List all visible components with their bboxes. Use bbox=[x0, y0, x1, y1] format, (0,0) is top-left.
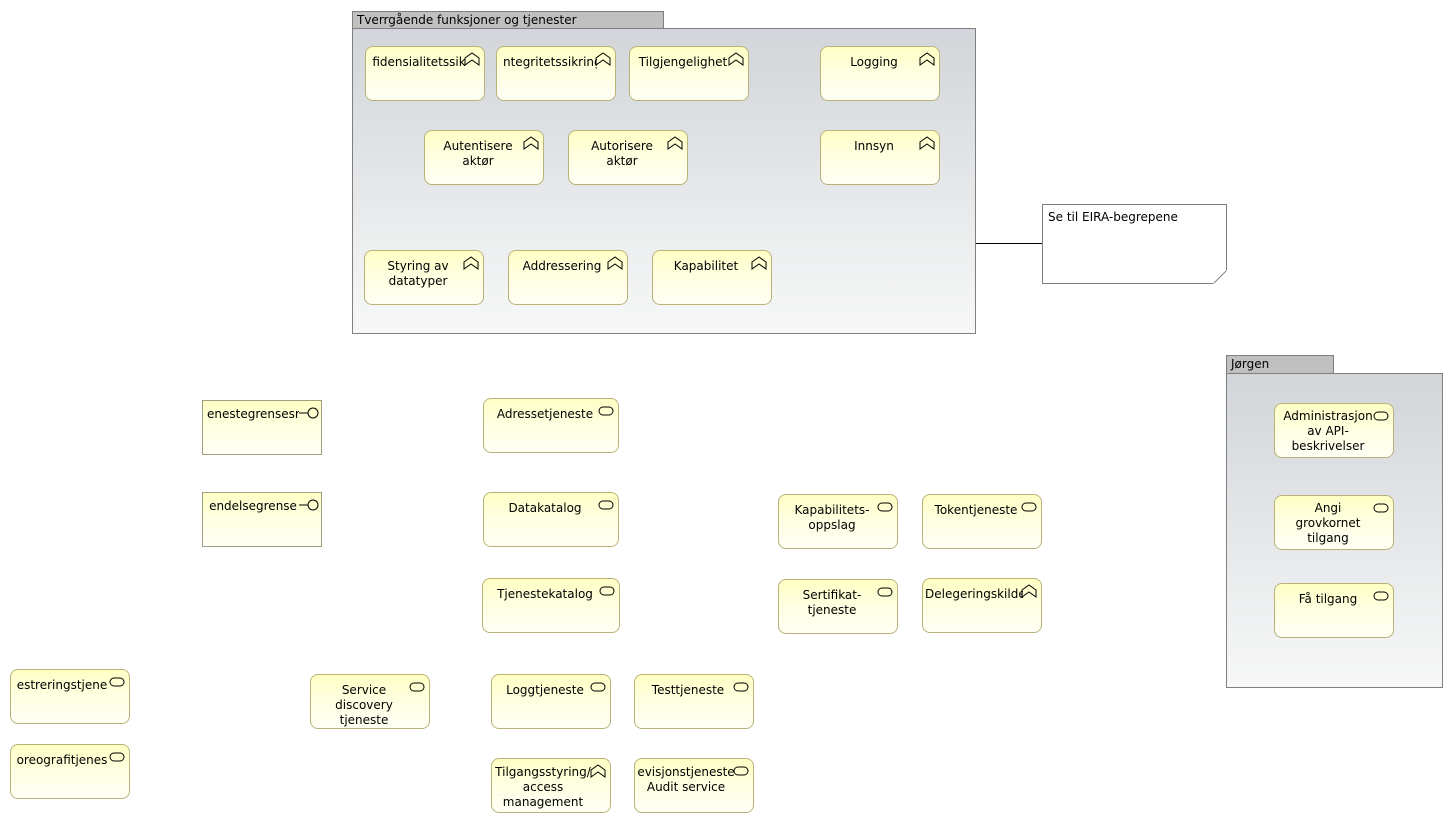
function-chevron-icon bbox=[919, 52, 935, 66]
element-label: Autentisere aktør bbox=[443, 139, 513, 168]
function-chevron-icon bbox=[590, 764, 606, 778]
service-tokentjeneste[interactable]: Tokentjeneste bbox=[922, 494, 1042, 549]
function-chevron-icon bbox=[919, 136, 935, 150]
function-chevron-icon bbox=[595, 52, 611, 66]
function-chevron-icon bbox=[464, 52, 480, 66]
service-pill-icon bbox=[409, 682, 425, 692]
function-autentisere-aktor[interactable]: Autentisere aktør bbox=[424, 130, 544, 185]
function-chevron-icon bbox=[751, 256, 767, 270]
service-pill-icon bbox=[877, 502, 893, 512]
service-pill-icon bbox=[1373, 503, 1389, 513]
group-tab-cross-cutting[interactable]: Tverrgående funksjoner og tjenester bbox=[352, 11, 664, 29]
function-integritet[interactable]: ntegritetssikring bbox=[496, 46, 616, 101]
service-pill-icon bbox=[109, 677, 125, 687]
function-tilgjengelighet[interactable]: Tilgjengelighet bbox=[629, 46, 749, 101]
service-pill-icon bbox=[1373, 411, 1389, 421]
service-sertifikattjeneste[interactable]: Sertifikat- tjeneste bbox=[778, 579, 898, 634]
element-label: Tokentjeneste bbox=[934, 503, 1018, 517]
service-pill-icon bbox=[877, 587, 893, 597]
function-delegeringskilde[interactable]: Delegeringskilde bbox=[922, 578, 1042, 633]
element-label: enestegrensesr bbox=[207, 407, 299, 421]
element-label: Service discovery tjeneste bbox=[335, 683, 393, 727]
service-pill-icon bbox=[733, 766, 749, 776]
element-label: fidensialitetssik bbox=[372, 55, 466, 69]
note-connector-line bbox=[976, 243, 1042, 244]
service-pill-icon bbox=[590, 682, 606, 692]
element-label: Tjenestekatalog bbox=[497, 587, 593, 601]
interface-lollipop-icon bbox=[299, 407, 319, 419]
element-label: Sertifikat- tjeneste bbox=[802, 588, 862, 617]
service-koreografitjeneste[interactable]: oreografitjenes bbox=[10, 744, 130, 799]
function-kapabilitet[interactable]: Kapabilitet bbox=[652, 250, 772, 305]
element-label: Administrasjon av API- beskrivelser bbox=[1283, 409, 1373, 453]
element-label: Kapabilitets- oppslag bbox=[794, 503, 870, 532]
function-styring-av-datatyper[interactable]: Styring av datatyper bbox=[364, 250, 484, 305]
element-label: Datakatalog bbox=[508, 501, 582, 515]
element-label: Få tilgang bbox=[1298, 592, 1358, 606]
note-text: Se til EIRA-begrepene bbox=[1048, 210, 1178, 224]
element-label: Delegeringskilde bbox=[925, 587, 1023, 601]
service-loggtjeneste[interactable]: Loggtjeneste bbox=[491, 674, 611, 729]
function-autorisere-aktor[interactable]: Autorisere aktør bbox=[568, 130, 688, 185]
element-label: Tilgjengelighet bbox=[638, 55, 728, 69]
function-chevron-icon bbox=[728, 52, 744, 66]
function-konfidensialitet[interactable]: fidensialitetssik bbox=[365, 46, 485, 101]
element-label: Tilgangsstyring/ access management bbox=[495, 765, 591, 809]
function-logging[interactable]: Logging bbox=[820, 46, 940, 101]
group-title: Tverrgående funksjoner og tjenester bbox=[357, 13, 577, 27]
service-tjenestekatalog[interactable]: Tjenestekatalog bbox=[482, 578, 620, 633]
function-innsyn[interactable]: Innsyn bbox=[820, 130, 940, 185]
element-label: Autorisere aktør bbox=[591, 139, 653, 168]
function-chevron-icon bbox=[463, 256, 479, 270]
element-label: Logging bbox=[850, 55, 898, 69]
group-title: Jørgen bbox=[1231, 357, 1270, 371]
service-pill-icon bbox=[598, 500, 614, 510]
element-label: Kapabilitet bbox=[673, 259, 739, 273]
service-pill-icon bbox=[598, 406, 614, 416]
element-label: evisjonstjeneste Audit service bbox=[637, 765, 735, 794]
element-label: Innsyn bbox=[854, 139, 894, 153]
element-label: Addressering bbox=[522, 259, 602, 273]
service-pill-icon bbox=[109, 752, 125, 762]
function-chevron-icon bbox=[523, 136, 539, 150]
element-label: estreringstjene bbox=[16, 678, 108, 692]
note-corner-fold-icon bbox=[1213, 270, 1227, 284]
group-tab-jorgen[interactable]: Jørgen bbox=[1226, 355, 1334, 374]
function-chevron-icon bbox=[607, 256, 623, 270]
service-angi-grovkornet-tilgang[interactable]: Angi grovkornet tilgang bbox=[1274, 495, 1394, 550]
interface-hendelsegrensesnitt[interactable]: endelsegrense bbox=[202, 492, 322, 547]
service-service-discovery[interactable]: Service discovery tjeneste bbox=[310, 674, 430, 729]
service-datakatalog[interactable]: Datakatalog bbox=[483, 492, 619, 547]
element-label: Testtjeneste bbox=[651, 683, 725, 697]
service-administrasjon-api[interactable]: Administrasjon av API- beskrivelser bbox=[1274, 403, 1394, 458]
element-label: Angi grovkornet tilgang bbox=[1295, 501, 1361, 545]
element-label: oreografitjenes bbox=[16, 753, 108, 767]
interface-lollipop-icon bbox=[299, 499, 319, 511]
service-pill-icon bbox=[733, 682, 749, 692]
element-label: Loggtjeneste bbox=[506, 683, 584, 697]
element-label: Adressetjeneste bbox=[496, 407, 594, 421]
service-pill-icon bbox=[1021, 502, 1037, 512]
interface-tjenestegrensesnitt[interactable]: enestegrensesr bbox=[202, 400, 322, 455]
element-label: Styring av datatyper bbox=[387, 259, 449, 288]
function-addressering[interactable]: Addressering bbox=[508, 250, 628, 305]
service-testtjeneste[interactable]: Testtjeneste bbox=[634, 674, 754, 729]
service-kapabilitetsoppslag[interactable]: Kapabilitets- oppslag bbox=[778, 494, 898, 549]
service-fa-tilgang[interactable]: Få tilgang bbox=[1274, 583, 1394, 638]
service-revisjonstjeneste[interactable]: evisjonstjeneste Audit service bbox=[634, 758, 754, 813]
function-chevron-icon bbox=[667, 136, 683, 150]
function-chevron-icon bbox=[1021, 584, 1037, 598]
service-pill-icon bbox=[1373, 591, 1389, 601]
service-pill-icon bbox=[599, 586, 615, 596]
note[interactable]: Se til EIRA-begrepene bbox=[1042, 204, 1227, 284]
service-adressetjeneste[interactable]: Adressetjeneste bbox=[483, 398, 619, 453]
element-label: endelsegrense bbox=[209, 499, 297, 513]
service-registreringstjeneste[interactable]: estreringstjene bbox=[10, 669, 130, 724]
function-tilgangsstyring[interactable]: Tilgangsstyring/ access management bbox=[491, 758, 611, 813]
element-label: ntegritetssikring bbox=[503, 55, 597, 69]
